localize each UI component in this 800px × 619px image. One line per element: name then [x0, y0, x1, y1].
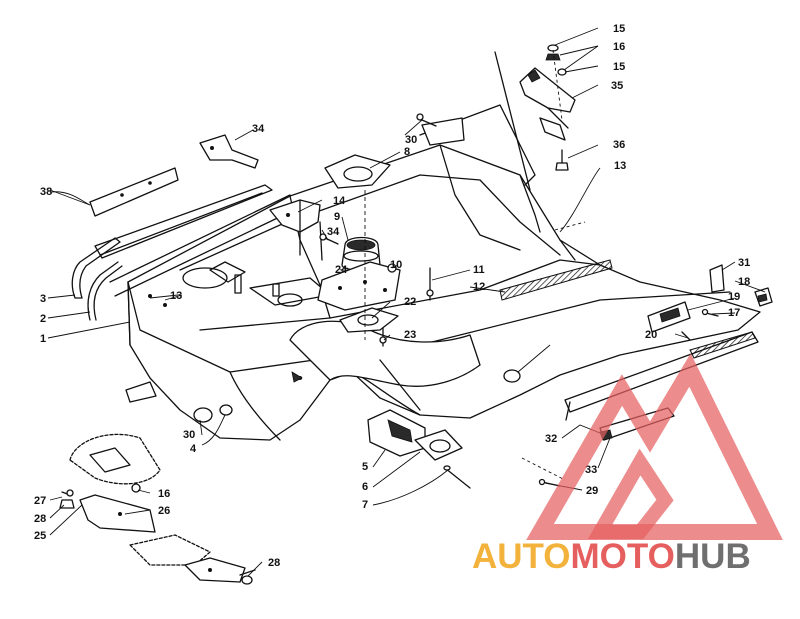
callout-18: 18: [738, 276, 750, 288]
front-parts: [125, 381, 471, 489]
callout-33: 34: [252, 123, 265, 135]
right-rear-panel: [416, 51, 613, 301]
watermark-triangle-icon: [526, 353, 783, 540]
top-right-bracket: [519, 44, 576, 171]
watermark-auto: AUTO: [472, 537, 571, 576]
callout-10: 10: [390, 259, 402, 271]
bottom-left-parts: [59, 433, 256, 585]
callout-2: 2: [40, 313, 46, 325]
callout-16-bottom: 16: [158, 488, 170, 500]
callout-37: 38: [40, 186, 52, 198]
callout-26: 27: [34, 495, 46, 507]
callout-34: 34: [327, 226, 340, 238]
callout-36: 36: [613, 139, 625, 151]
callout-19: 19: [728, 291, 740, 303]
callout-11: 11: [473, 264, 485, 276]
callout-6: 6: [362, 481, 368, 493]
callout-30-right: 31: [738, 257, 750, 269]
callout-29: 30: [405, 134, 417, 146]
callout-28-bottom: 28: [268, 557, 280, 569]
callout-13-right: 13: [614, 160, 626, 172]
callout-28-right: 29: [586, 485, 598, 497]
callout-9: 9: [334, 211, 340, 223]
callout-8: 8: [404, 146, 410, 158]
callout-labels: 38 3 2 1 13 30 4 5 6 7 8 9 10 11 12 13 1…: [34, 23, 750, 569]
callout-4: 4: [190, 443, 197, 455]
svg-text:AUTOMOTOHUB: AUTOMOTOHUB: [472, 537, 751, 576]
callout-30-left: 30: [183, 429, 195, 441]
watermark-logo: AUTOMOTOHUB: [472, 353, 783, 576]
callout-14: 14: [333, 195, 346, 207]
callout-27: 28: [34, 513, 46, 525]
belly-pan: [127, 144, 761, 441]
steering-support-plate: [317, 154, 434, 347]
left-bracket: [199, 134, 339, 261]
callout-15-top: 15: [613, 23, 625, 35]
callout-5: 5: [362, 461, 368, 473]
callout-15-mid: 15: [613, 61, 625, 73]
callout-31: 32: [545, 433, 557, 445]
callout-7: 7: [362, 499, 368, 511]
callout-32: 33: [585, 464, 597, 476]
callout-21: 22: [404, 296, 416, 308]
callout-12: 12: [473, 281, 485, 293]
callout-17: 17: [728, 307, 740, 319]
callout-25: 26: [158, 505, 170, 517]
callout-3: 3: [40, 293, 46, 305]
callout-13-left: 13: [170, 290, 182, 302]
left-side-rails: [71, 167, 291, 321]
callout-35: 35: [611, 80, 623, 92]
callout-23: 24: [335, 264, 348, 276]
watermark-hub: HUB: [675, 537, 751, 576]
callout-20: 20: [645, 329, 657, 341]
callout-1: 1: [40, 333, 46, 345]
callout-22: 23: [404, 329, 416, 341]
callout-16-top: 16: [613, 41, 625, 53]
callout-24: 25: [34, 530, 46, 542]
watermark-moto: MOTO: [571, 537, 675, 576]
